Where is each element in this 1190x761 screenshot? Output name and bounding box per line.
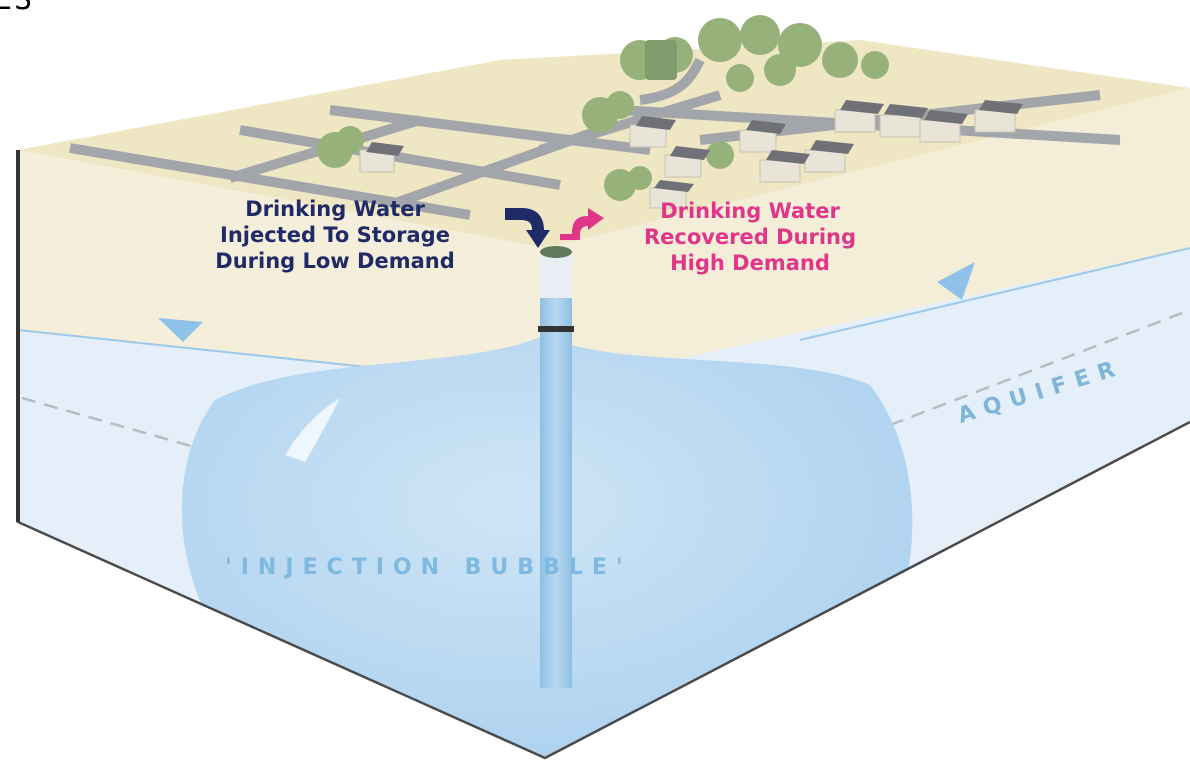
up-arrow-icon [560,208,604,240]
corner-text: ES [0,0,34,17]
injection-bubble-label: 'INJECTION BUBBLE' [225,555,632,580]
water-table-marker-icon [937,262,975,300]
well-cap [540,246,572,258]
injected-label: Drinking Water Injected To Storage Durin… [215,197,455,273]
houses [359,100,1023,209]
water-table-marker-icon [158,318,203,342]
down-arrow-icon [505,208,550,248]
well-pipe [540,252,572,688]
bubble-highlight [285,398,340,462]
water-tower [645,40,677,80]
trees [317,15,889,201]
recovered-label: Drinking Water Recovered During High Dem… [643,199,857,275]
